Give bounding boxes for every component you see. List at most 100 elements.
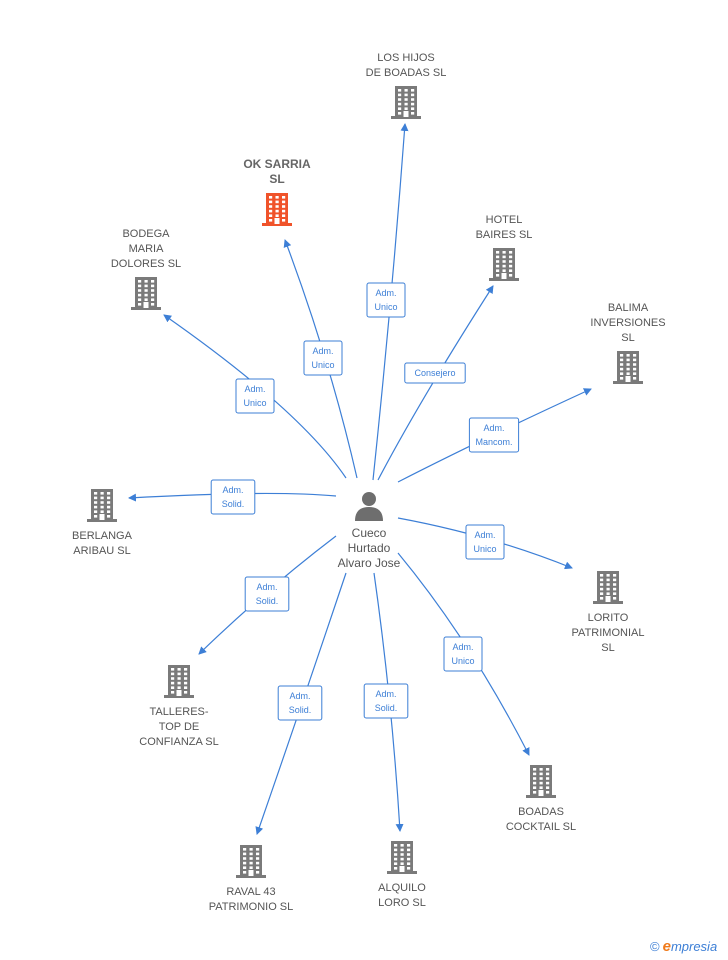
building-icon [391, 86, 421, 119]
edge-role-label[interactable]: Adm. Solid. [210, 479, 256, 515]
company-name: DOLORES SL [111, 258, 181, 270]
building-icon [387, 841, 417, 874]
company-name: BOADAS [518, 806, 564, 818]
edge-role-text: Adm. [244, 384, 265, 394]
edge-role-text: Unico [451, 656, 474, 666]
company-name: RAVAL 43 [226, 886, 275, 898]
edge-role-label[interactable]: Adm. Solid. [363, 683, 409, 719]
edge-role-label[interactable]: Adm. Solid. [277, 685, 323, 721]
edge-role-text: Adm. [222, 485, 243, 495]
company-node-raval-43-patrimonio[interactable]: RAVAL 43 PATRIMONIO SL [209, 845, 294, 913]
edge-balima-inversiones: Adm.Mancom. [397, 388, 592, 483]
edge-role-box [235, 378, 275, 414]
edge-role-label[interactable]: Adm. Unico [235, 378, 275, 414]
building-icon [131, 277, 161, 310]
company-node-los-hijos-de-boadas[interactable]: LOS HIJOS DE BOADAS SL [366, 52, 447, 119]
edge-role-text: Solid. [375, 703, 398, 713]
building-icon [236, 845, 266, 878]
edge-role-text: Solid. [222, 499, 245, 509]
edge-ok-sarria: Adm. Unico [283, 239, 358, 479]
company-name: PATRIMONIO SL [209, 901, 294, 913]
brand-logo-initial: e [662, 938, 671, 955]
person-name: Hurtado [348, 541, 391, 555]
edge-role-label[interactable]: Adm. Unico [366, 282, 406, 318]
edge-role-text: Adm. [375, 288, 396, 298]
edge-boadas-cocktail: Adm. Unico [397, 552, 530, 756]
company-node-berlanga-aribau[interactable]: BERLANGA ARIBAU SL [72, 489, 133, 557]
brand-watermark: ©empresia [650, 938, 717, 955]
edge-role-text: Unico [243, 398, 266, 408]
edge-role-box [443, 636, 483, 672]
edge-line [377, 285, 494, 481]
edge-role-label[interactable]: Adm.Mancom. [468, 417, 520, 453]
edge-role-label[interactable]: Adm. Unico [443, 636, 483, 672]
edge-role-label[interactable]: Adm. Unico [465, 524, 505, 560]
company-name: TALLERES- [149, 706, 208, 718]
edge-hotel-baires: Consejero [377, 285, 494, 481]
building-icon [526, 765, 556, 798]
edge-role-text: Adm. [375, 689, 396, 699]
building-icon [87, 489, 117, 522]
company-name: SL [601, 642, 614, 654]
edge-role-text: Consejero [414, 368, 455, 378]
company-name: DE BOADAS SL [366, 67, 447, 79]
edge-role-label[interactable]: Adm. Solid. [244, 576, 290, 612]
company-name: LOS HIJOS [377, 52, 434, 64]
edge-role-box [277, 685, 323, 721]
edge-role-box [465, 524, 505, 560]
edge-role-text: Adm. [256, 582, 277, 592]
company-name: ARIBAU SL [73, 545, 130, 557]
company-name: INVERSIONES [590, 317, 665, 329]
building-icon [613, 351, 643, 384]
edge-role-text: Adm. [289, 691, 310, 701]
edge-bodega-maria-dolores: Adm. Unico [163, 314, 347, 479]
company-name: HOTEL [486, 214, 523, 226]
building-icon [489, 248, 519, 281]
company-name: SL [269, 172, 284, 186]
edge-role-text: Solid. [256, 596, 279, 606]
edge-role-text: Adm. [312, 346, 333, 356]
company-name: SL [621, 332, 634, 344]
edge-role-label[interactable]: Adm. Unico [303, 340, 343, 376]
edge-role-text: Adm. [474, 530, 495, 540]
edge-lorito-patrimonial: Adm. Unico [397, 517, 573, 570]
company-name: LORITO [588, 612, 629, 624]
edge-los-hijos-de-boadas: Adm. Unico [366, 123, 409, 481]
edge-raval-43-patrimonio: Adm. Solid. [255, 572, 347, 835]
company-name: ALQUILO [378, 882, 426, 894]
company-node-balima-inversiones[interactable]: BALIMA INVERSIONES SL [590, 302, 666, 384]
edge-role-label[interactable]: Consejero [404, 362, 466, 384]
company-name: CONFIANZA SL [139, 736, 218, 748]
edge-role-text: Adm. [483, 423, 504, 433]
person-name: Cueco [352, 526, 387, 540]
edge-role-box [404, 362, 466, 384]
company-name: BALIMA [608, 302, 649, 314]
company-name: BODEGA [122, 228, 170, 240]
edge-role-box [210, 479, 256, 515]
copyright-symbol: © [650, 939, 660, 954]
edge-role-text: Unico [374, 302, 397, 312]
edge-berlanga-aribau: Adm. Solid. [128, 479, 337, 515]
company-name: OK SARRIA [243, 157, 311, 171]
edge-role-box [244, 576, 290, 612]
building-icon [262, 193, 292, 226]
company-name: LORO SL [378, 897, 426, 909]
company-node-alquilo-loro[interactable]: ALQUILO LORO SL [378, 841, 426, 909]
edge-alquilo-loro: Adm. Solid. [363, 572, 409, 832]
company-name: COCKTAIL SL [506, 821, 576, 833]
edge-role-text: Unico [311, 360, 334, 370]
edge-role-text: Adm. [452, 642, 473, 652]
company-node-boadas-cocktail[interactable]: BOADAS COCKTAIL SL [506, 765, 576, 833]
edge-role-text: Unico [473, 544, 496, 554]
company-name: BERLANGA [72, 530, 133, 542]
edge-talleres-top-de-confianza: Adm. Solid. [198, 535, 337, 655]
edge-role-text: Solid. [289, 705, 312, 715]
